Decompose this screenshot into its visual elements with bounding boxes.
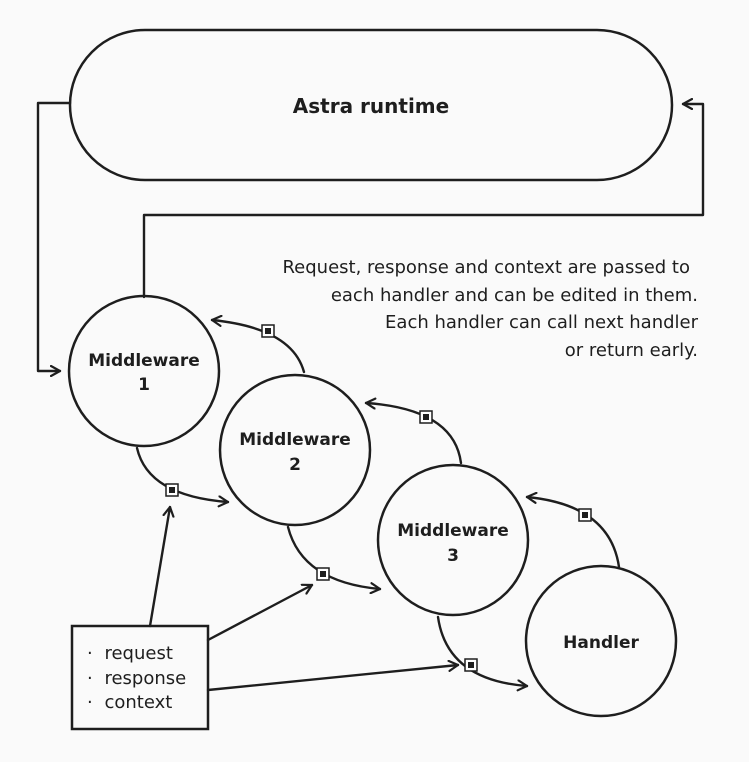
inputs-to-mw2-arrow: [206, 585, 314, 642]
mw2-to-mw1-return-arrow: [210, 320, 306, 374]
handler-to-mw3-return-arrow: [525, 497, 621, 569]
inputs-bullet-3: ·: [87, 692, 93, 713]
middleware1-to-runtime-arrow: [142, 104, 705, 299]
mw3-to-handler-next-arrow: [436, 615, 529, 686]
middleware-2-node: Middleware 2: [218, 373, 372, 527]
middleware-1-node: Middleware 1: [67, 294, 221, 448]
arc-marker: [165, 483, 179, 497]
arc-marker: [261, 324, 275, 338]
inputs-to-mw1-arrow: [148, 505, 170, 628]
middleware-1-label-line1: Middleware: [88, 351, 200, 371]
runtime-node: Astra runtime: [68, 28, 674, 182]
input-item-request: request: [104, 643, 172, 664]
middleware-3-node: Middleware 3: [376, 463, 530, 617]
arc-marker: [578, 508, 592, 522]
middleware-3-label-line2: 3: [447, 546, 459, 566]
mw1-to-mw2-next-arrow: [135, 446, 230, 502]
middleware-1-label-line2: 1: [138, 375, 150, 395]
handler-node: Handler: [524, 564, 678, 718]
svg-text:· context: · context: [87, 692, 172, 713]
note-line-4: or return early.: [565, 340, 698, 361]
middleware-2-label-line2: 2: [289, 455, 301, 475]
runtime-to-middleware1-arrow: [36, 101, 72, 371]
arc-marker: [419, 410, 433, 424]
note-line-3: Each handler can call next handler: [385, 312, 699, 333]
svg-text:· request: · request: [87, 643, 173, 664]
inputs-to-mw3-arrow: [206, 665, 460, 692]
inputs-bullet-1: ·: [87, 643, 93, 664]
handler-label: Handler: [563, 633, 639, 653]
arc-marker: [464, 658, 478, 672]
note-line-2: each handler and can be edited in them.: [331, 285, 698, 306]
inputs-bullet-2: ·: [87, 668, 93, 689]
input-item-response: response: [104, 668, 186, 689]
mw3-to-mw2-return-arrow: [364, 403, 463, 465]
runtime-label: Astra runtime: [293, 94, 449, 118]
middleware-2-label-line1: Middleware: [239, 430, 351, 450]
arc-marker: [316, 567, 330, 581]
inputs-box: · request · response · context: [70, 624, 210, 731]
input-item-context: context: [104, 692, 172, 713]
svg-text:· response: · response: [87, 668, 186, 689]
annotation-note: Request, response and context are passed…: [282, 257, 698, 361]
middleware-3-label-line1: Middleware: [397, 521, 509, 541]
note-line-1: Request, response and context are passed…: [282, 257, 690, 278]
mw2-to-mw3-next-arrow: [286, 525, 382, 589]
